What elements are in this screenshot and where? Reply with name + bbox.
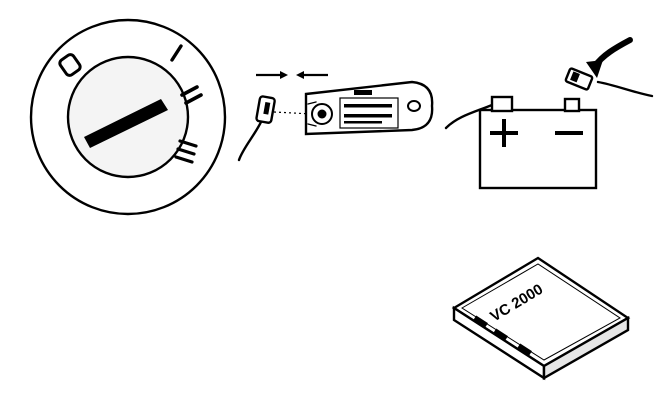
code-module-side xyxy=(542,315,630,381)
code-module: VC 2000 xyxy=(451,256,631,381)
battery-negative-cable xyxy=(596,80,654,98)
key-fob-label-bar-3 xyxy=(344,121,382,124)
battery xyxy=(444,37,654,190)
key-fob-label-bar-1 xyxy=(344,104,392,108)
battery-body xyxy=(478,108,598,190)
code-module-top xyxy=(451,256,631,368)
arrow-right xyxy=(256,71,288,79)
battery-plus-symbol xyxy=(490,119,518,147)
ignition-position-0 xyxy=(58,53,82,77)
disconnect-arrow xyxy=(586,37,633,78)
code-module-pins xyxy=(473,315,532,356)
battery-positive-terminal xyxy=(490,95,514,113)
connector-pin xyxy=(263,101,271,115)
battery-negative-terminal xyxy=(563,97,581,113)
key-fob-hole xyxy=(407,100,421,112)
key-fob xyxy=(304,80,434,136)
cable-connector xyxy=(237,95,313,162)
battery-negative-clamp xyxy=(564,67,594,91)
ignition-switch xyxy=(29,18,227,216)
battery-clamp-bolt xyxy=(570,71,580,83)
ignition-position-II xyxy=(180,85,203,105)
ignition-position-III xyxy=(174,139,198,164)
key-fob-label-bar-2 xyxy=(344,114,392,118)
ignition-key-slot xyxy=(84,99,168,148)
key-fob-socket-pin xyxy=(317,109,327,119)
arrow-left xyxy=(296,71,328,79)
key-fob-top-mark xyxy=(354,90,372,95)
battery-positive-wire xyxy=(444,103,494,130)
connector-cable xyxy=(237,118,264,162)
ignition-position-I xyxy=(170,44,183,62)
